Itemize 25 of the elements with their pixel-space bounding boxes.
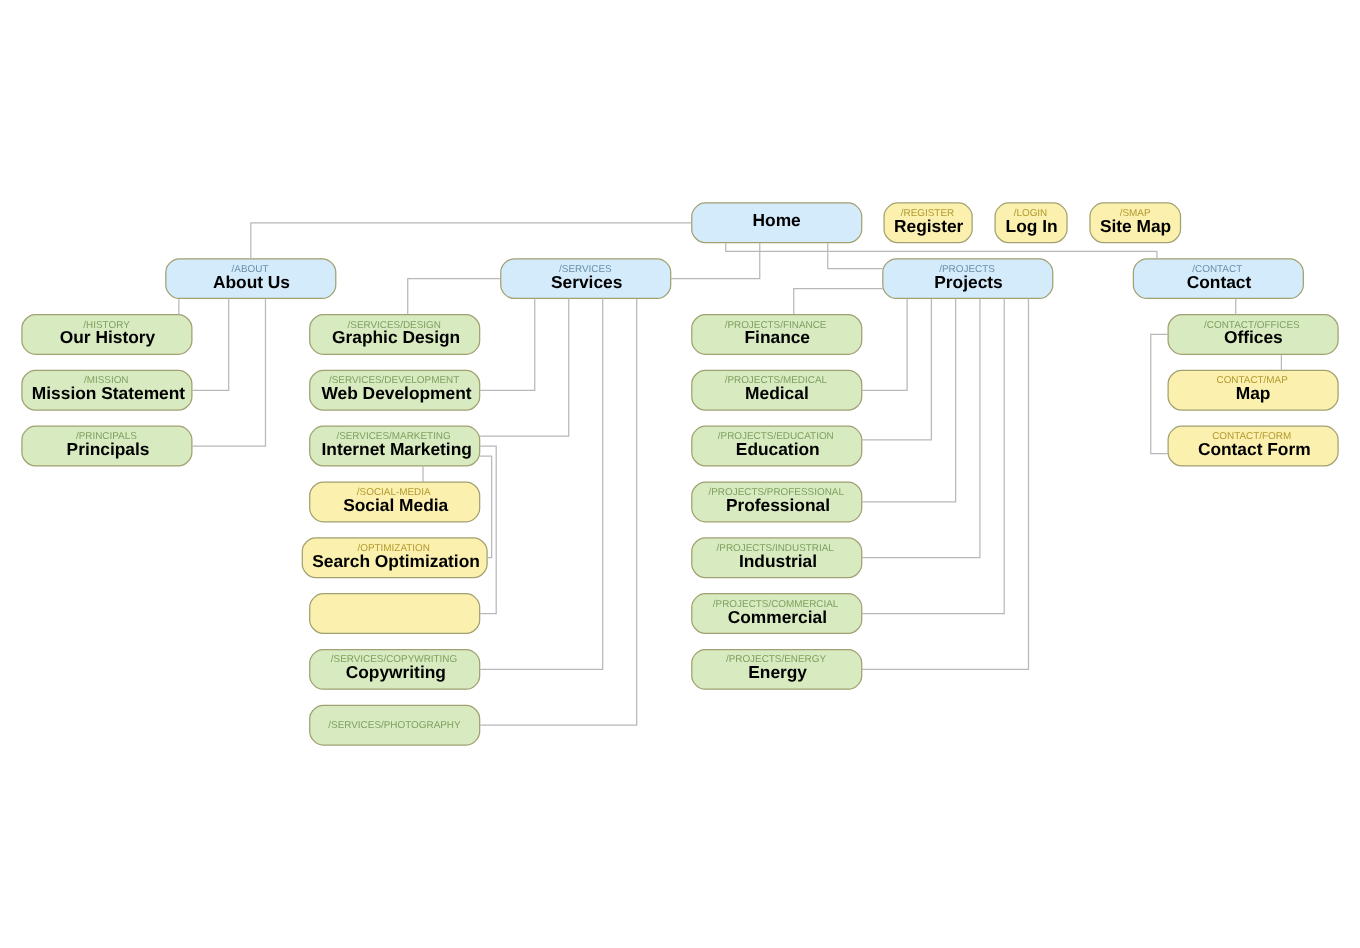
connector [1150, 333, 1169, 455]
connector [178, 298, 180, 316]
connector [793, 287, 884, 315]
node-box: Home [691, 202, 863, 244]
connector [861, 297, 908, 391]
connector [725, 242, 1158, 259]
connector [479, 445, 497, 615]
connector [407, 278, 501, 315]
connector [479, 455, 493, 559]
connector [861, 298, 932, 441]
connector [861, 298, 981, 559]
connector [479, 297, 536, 391]
connector [250, 222, 693, 260]
connector [422, 465, 424, 483]
connector [191, 297, 230, 391]
connector [861, 297, 1005, 615]
connector [479, 297, 604, 670]
connector [670, 242, 761, 280]
connector [827, 242, 884, 270]
connector [479, 297, 570, 437]
connector [861, 297, 1030, 670]
connector [479, 298, 638, 726]
connector [191, 297, 267, 447]
node-box [309, 593, 481, 634]
connector [861, 298, 957, 503]
